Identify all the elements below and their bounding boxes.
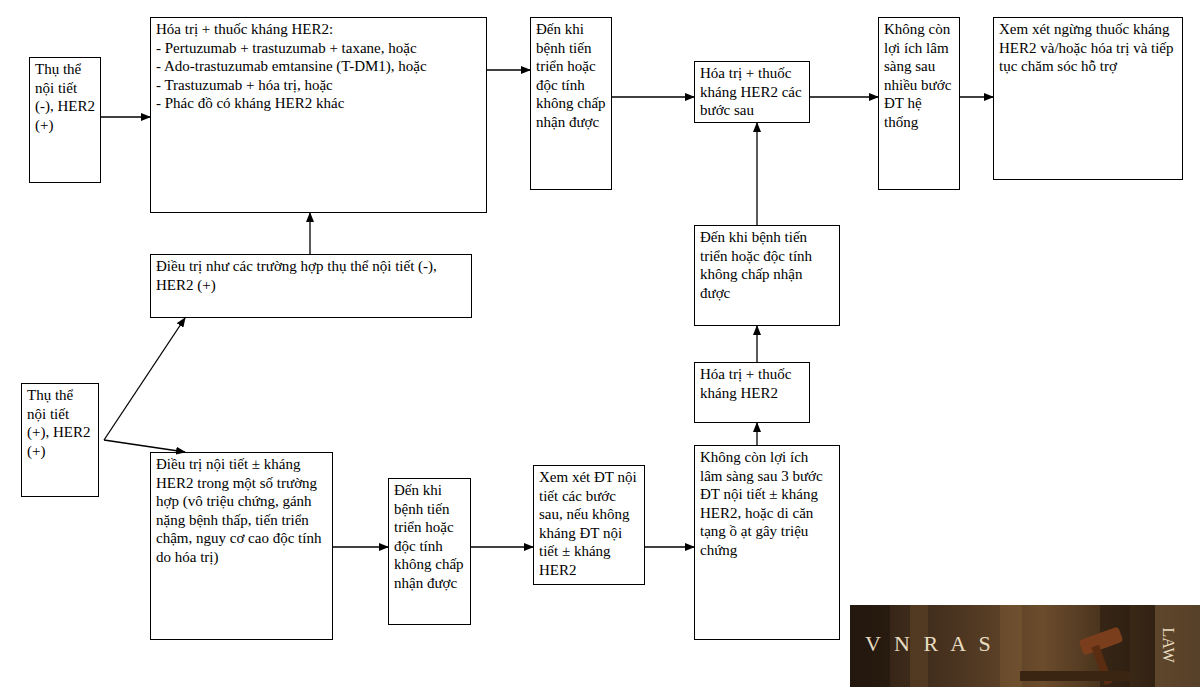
flow-arrow <box>645 546 694 547</box>
box-text: Thụ thể nội tiết (-), HER2 (+) <box>35 60 95 134</box>
flow-arrow <box>756 326 757 362</box>
box-text: Không còn lợi ích lâm sàng sau nhiều bướ… <box>884 20 954 131</box>
box-text: Đến khi bệnh tiến triển hoặc độc tính kh… <box>700 228 834 302</box>
box-text: - Pertuzumab + trastuzumab + taxane, hoặ… <box>156 39 481 58</box>
flow-arrow <box>487 69 530 70</box>
process-box: Thụ thể nội tiết (-), HER2 (+) <box>29 57 101 183</box>
box-text: Hóa trị + thuốc kháng HER2 <box>700 365 804 402</box>
flow-arrow <box>756 423 757 445</box>
process-box: Đến khi bệnh tiến triển hoặc độc tính kh… <box>694 225 840 326</box>
flow-arrow <box>960 96 993 97</box>
box-text: - Trastuzumab + hóa trị, hoặc <box>156 76 481 95</box>
flow-arrow <box>104 318 185 440</box>
flow-arrow <box>471 546 533 547</box>
flow-arrow <box>333 546 388 547</box>
flow-arrow <box>810 96 878 97</box>
process-box: Hóa trị + thuốc kháng HER2 <box>694 362 810 423</box>
box-text: Thụ thể nội tiết (+), HER2 (+) <box>27 386 93 460</box>
process-box: Hóa trị + thuốc kháng HER2:- Pertuzumab … <box>150 17 487 213</box>
box-heading: Hóa trị + thuốc kháng HER2: <box>156 20 481 39</box>
box-text: Đến khi bệnh tiến triển hoặc độc tính kh… <box>394 481 465 592</box>
box-text: - Phác đồ có kháng HER2 khác <box>156 94 481 113</box>
process-box: Thụ thể nội tiết (+), HER2 (+) <box>21 383 99 497</box>
box-text: Hóa trị + thuốc kháng HER2 các bước sau <box>700 64 804 120</box>
process-box: Điều trị như các trường hợp thụ thể nội … <box>150 254 472 318</box>
process-box: Đến khi bệnh tiến triển hoặc độc tính kh… <box>388 478 471 625</box>
watermark-text: V N R A S <box>865 632 995 656</box>
watermark: V N R A S LAW <box>850 605 1200 687</box>
box-text: Điều trị như các trường hợp thụ thể nội … <box>156 257 466 294</box>
process-box: Xem xét ngừng thuốc kháng HER2 và/hoặc h… <box>993 17 1183 180</box>
watermark-text: LAW <box>1156 627 1180 662</box>
process-box: Đến khi bệnh tiến triển hoặc độc tính kh… <box>530 17 612 190</box>
box-text: - Ado-trastuzumab emtansine (T-DM1), hoặ… <box>156 57 481 76</box>
process-box: Không còn lợi ích lâm sàng sau nhiều bướ… <box>878 17 960 190</box>
box-text: Điều trị nội tiết ± kháng HER2 trong một… <box>156 455 327 566</box>
box-text: Đến khi bệnh tiến triển hoặc độc tính kh… <box>536 20 606 131</box>
process-box: Hóa trị + thuốc kháng HER2 các bước sau <box>694 61 810 123</box>
flow-arrow <box>612 96 694 97</box>
box-text: Không còn lợi ích lâm sàng sau 3 bước ĐT… <box>700 448 834 559</box>
flow-arrow <box>101 116 150 117</box>
flow-arrow <box>309 213 310 254</box>
flow-arrow <box>756 123 757 225</box>
box-text: Xem xét ĐT nội tiết các bước sau, nếu kh… <box>539 468 639 579</box>
process-box: Xem xét ĐT nội tiết các bước sau, nếu kh… <box>533 465 645 585</box>
box-text: Xem xét ngừng thuốc kháng HER2 và/hoặc h… <box>999 20 1177 76</box>
process-box: Không còn lợi ích lâm sàng sau 3 bước ĐT… <box>694 445 840 640</box>
process-box: Điều trị nội tiết ± kháng HER2 trong một… <box>150 452 333 640</box>
flow-arrow <box>104 440 185 452</box>
